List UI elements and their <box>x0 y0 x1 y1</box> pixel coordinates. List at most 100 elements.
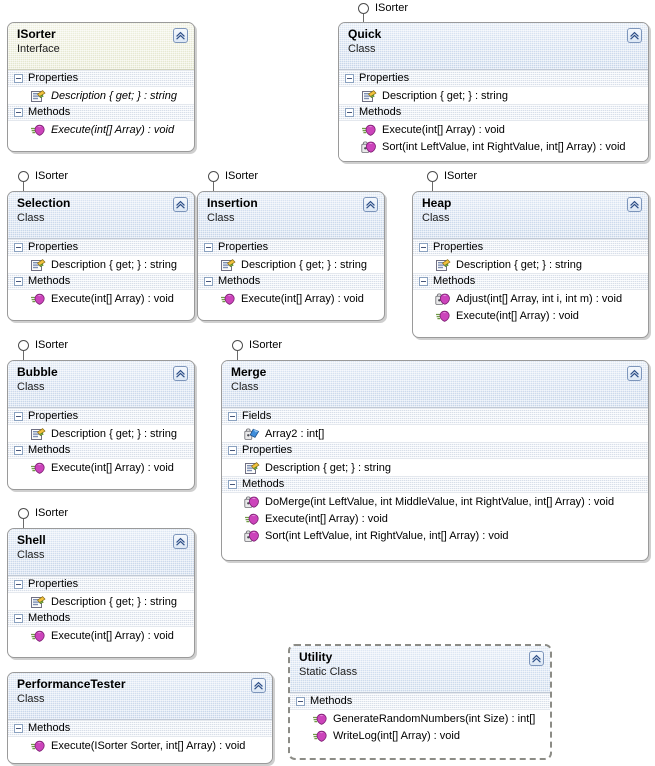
compartment-header-methods[interactable]: Methods <box>8 720 272 737</box>
compartment-expander-icon[interactable] <box>14 580 23 589</box>
compartment-header-methods[interactable]: Methods <box>413 273 648 290</box>
collapse-button-bubble[interactable] <box>173 366 188 381</box>
interface-lollipop-heap[interactable]: ISorter <box>427 170 477 192</box>
compartment-header-methods[interactable]: Methods <box>222 476 648 493</box>
collapse-button-merge[interactable] <box>627 366 642 381</box>
member-row[interactable]: Description { get; } : string <box>198 256 384 273</box>
member-row[interactable]: Description { get; } : string <box>222 459 648 476</box>
member-row[interactable]: GenerateRandomNumbers(int Size) : int[] <box>290 710 550 727</box>
compartment-header-properties[interactable]: Properties <box>8 408 194 425</box>
interface-lollipop-quick[interactable]: ISorter <box>358 2 408 24</box>
compartment-expander-icon[interactable] <box>14 277 23 286</box>
member-row[interactable]: Description { get; } : string <box>8 593 194 610</box>
compartment-header-methods[interactable]: Methods <box>8 273 194 290</box>
interface-lollipop-selection[interactable]: ISorter <box>18 170 68 192</box>
collapse-button-performancetester[interactable] <box>251 678 266 693</box>
collapse-button-selection[interactable] <box>173 197 188 212</box>
compartment-expander-icon[interactable] <box>14 74 23 83</box>
compartment-header-methods[interactable]: Methods <box>8 610 194 627</box>
member-row[interactable]: Description { get; } : string <box>8 425 194 442</box>
compartment-expander-icon[interactable] <box>419 243 428 252</box>
compartment-header-properties[interactable]: Properties <box>339 70 648 87</box>
compartment-expander-icon[interactable] <box>296 697 305 706</box>
compartment-header-methods[interactable]: Methods <box>8 104 194 121</box>
compartment-expander-icon[interactable] <box>14 614 23 623</box>
compartment-expander-icon[interactable] <box>228 480 237 489</box>
member-row[interactable]: Execute(int[] Array) : void <box>8 121 194 138</box>
compartment-expander-icon[interactable] <box>228 446 237 455</box>
compartment-header-properties[interactable]: Properties <box>222 442 648 459</box>
compartment-header-fields[interactable]: Fields <box>222 408 648 425</box>
method-public-icon <box>30 291 46 307</box>
compartment-header-properties[interactable]: Properties <box>413 239 648 256</box>
collapse-button-utility[interactable] <box>529 651 544 666</box>
compartment-expander-icon[interactable] <box>345 74 354 83</box>
member-row[interactable]: Description { get; } : string <box>8 256 194 273</box>
member-row[interactable]: Execute(int[] Array) : void <box>8 290 194 307</box>
member-row[interactable]: Execute(int[] Array) : void <box>198 290 384 307</box>
compartment-expander-icon[interactable] <box>14 412 23 421</box>
compartment-expander-icon[interactable] <box>419 277 428 286</box>
compartment-expander-icon[interactable] <box>14 724 23 733</box>
member-row[interactable]: DoMerge(int LeftValue, int MiddleValue, … <box>222 493 648 510</box>
member-row[interactable]: Description { get; } : string <box>413 256 648 273</box>
member-row[interactable]: WriteLog(int[] Array) : void <box>290 727 550 744</box>
member-row[interactable]: Execute(int[] Array) : void <box>8 459 194 476</box>
compartment-header-methods[interactable]: Methods <box>8 442 194 459</box>
member-row[interactable]: Sort(int LeftValue, int RightValue, int[… <box>339 138 648 155</box>
collapse-button-quick[interactable] <box>627 28 642 43</box>
member-row[interactable]: Adjust(int[] Array, int i, int m) : void <box>413 290 648 307</box>
compartment-header-methods[interactable]: Methods <box>198 273 384 290</box>
collapse-button-heap[interactable] <box>627 197 642 212</box>
collapse-button-shell[interactable] <box>173 534 188 549</box>
member-row[interactable]: Description { get; } : string <box>339 87 648 104</box>
compartment-header-methods[interactable]: Methods <box>339 104 648 121</box>
interface-lollipop-bubble[interactable]: ISorter <box>18 339 68 361</box>
interface-lollipop-merge[interactable]: ISorter <box>232 339 282 361</box>
compartment-expander-icon[interactable] <box>14 108 23 117</box>
compartment-header-properties[interactable]: Properties <box>8 576 194 593</box>
member-row[interactable]: Array2 : int[] <box>222 425 648 442</box>
compartment-header-properties[interactable]: Properties <box>8 239 194 256</box>
compartment-header-properties[interactable]: Properties <box>198 239 384 256</box>
compartment-expander-icon[interactable] <box>228 412 237 421</box>
collapse-button-isorter[interactable] <box>173 28 188 43</box>
interface-lollipop-shell[interactable]: ISorter <box>18 507 68 529</box>
compartment-expander-icon[interactable] <box>14 243 23 252</box>
compartment-expander-icon[interactable] <box>14 446 23 455</box>
compartment-header-properties[interactable]: Properties <box>8 70 194 87</box>
member-row[interactable]: Execute(int[] Array) : void <box>413 307 648 324</box>
member-row[interactable]: Execute(int[] Array) : void <box>339 121 648 138</box>
compartment-expander-icon[interactable] <box>204 277 213 286</box>
member-row[interactable]: Execute(int[] Array) : void <box>222 510 648 527</box>
compartment-expander-icon[interactable] <box>204 243 213 252</box>
member-row[interactable]: Execute(int[] Array) : void <box>8 627 194 644</box>
interface-lollipop-insertion[interactable]: ISorter <box>208 170 258 192</box>
compartment-expander-icon[interactable] <box>345 108 354 117</box>
collapse-button-insertion[interactable] <box>363 197 378 212</box>
member-row[interactable]: Description { get; } : string <box>8 87 194 104</box>
member-row[interactable]: Sort(int LeftValue, int RightValue, int[… <box>222 527 648 544</box>
member-row[interactable]: Execute(ISorter Sorter, int[] Array) : v… <box>8 737 272 754</box>
compartment-header-methods[interactable]: Methods <box>290 693 550 710</box>
